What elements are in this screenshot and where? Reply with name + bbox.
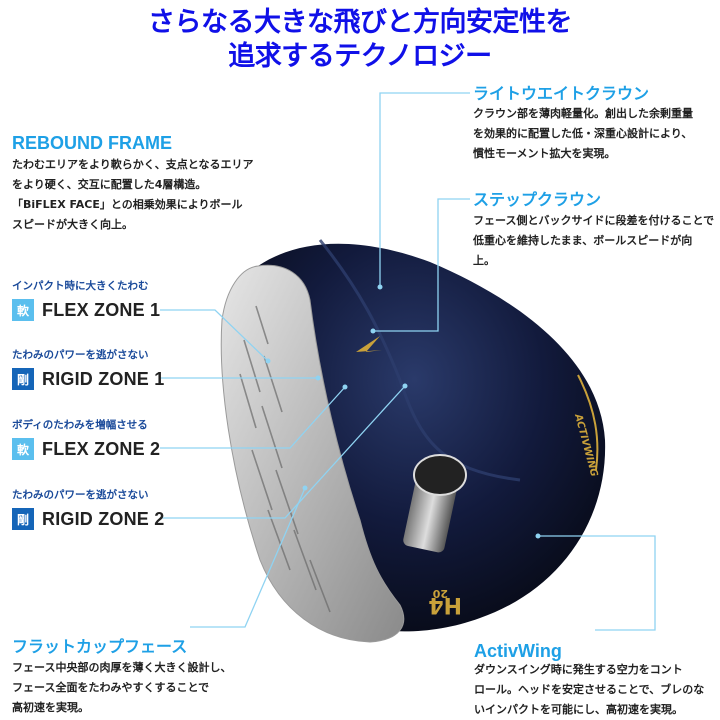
rigid-zone-2-subtitle: たわみのパワーを逃がさない <box>12 489 149 501</box>
flat-cup-face-title: フラットカップフェース <box>12 637 188 656</box>
rigid-zone-2-label: RIGID ZONE 2 <box>42 508 165 529</box>
rigid-zone-1-subtitle: たわみのパワーを逃がさない <box>12 349 149 361</box>
flex-badge: 軟 <box>12 438 34 460</box>
activwing-title: ActivWing <box>474 641 562 661</box>
lightweight-crown-title: ライトウエイトクラウン <box>473 84 650 103</box>
step-crown-title: ステップクラウン <box>473 190 602 209</box>
flex-zone-2-subtitle: ボディのたわみを増幅させる <box>12 419 148 431</box>
page-headline: さらなる大きな飛びと方向安定性を 追求するテクノロジー <box>0 6 720 74</box>
flex-zone-2-label: FLEX ZONE 2 <box>42 438 161 459</box>
flat-cup-face-description: フェース中央部の肉厚を薄く大きく設計し、 フェース全面をたわみやすくすることで … <box>12 661 232 714</box>
callout-lines <box>160 92 656 631</box>
svg-text:H4: H4 <box>428 592 462 617</box>
rigid-zone-1-label: RIGID ZONE 1 <box>42 368 165 389</box>
flex-badge: 軟 <box>12 299 34 321</box>
rebound-frame-title: REBOUND FRAME <box>12 133 172 153</box>
flex-zone-2: 軟 FLEX ZONE 2 <box>12 438 160 460</box>
svg-text:20: 20 <box>432 587 448 600</box>
lightweight-crown-description: クラウン部を薄肉軽量化。創出した余剰重量 を効果的に配置した低・深重心設計により… <box>473 107 693 160</box>
headline-line-1: さらなる大きな飛びと方向安定性を <box>148 7 573 38</box>
rebound-frame-description: たわむエリアをより軟らかく、支点となるエリア をより硬く、交互に配置した4層構造… <box>12 158 254 231</box>
flex-zone-1-label: FLEX ZONE 1 <box>42 299 161 320</box>
step-crown-description: フェース側とバックサイドに段差を付けることで 低重心を維持したまま、ボールスピー… <box>473 214 715 267</box>
activwing-description: ダウンスイング時に発生する空力をコント ロール。ヘッドを安定させることで、ブレの… <box>474 663 705 716</box>
flex-zone-1-subtitle: インパクト時に大きくたわむ <box>12 280 149 292</box>
rigid-zone-2: 剛 RIGID ZONE 2 <box>12 508 164 530</box>
rigid-zone-1: 剛 RIGID ZONE 1 <box>12 368 164 390</box>
rigid-badge: 剛 <box>12 508 34 530</box>
callout-dots <box>265 284 541 539</box>
rigid-badge: 剛 <box>12 368 34 390</box>
headline-line-2: 追求するテクノロジー <box>228 41 492 72</box>
flex-zone-1: 軟 FLEX ZONE 1 <box>12 299 160 321</box>
